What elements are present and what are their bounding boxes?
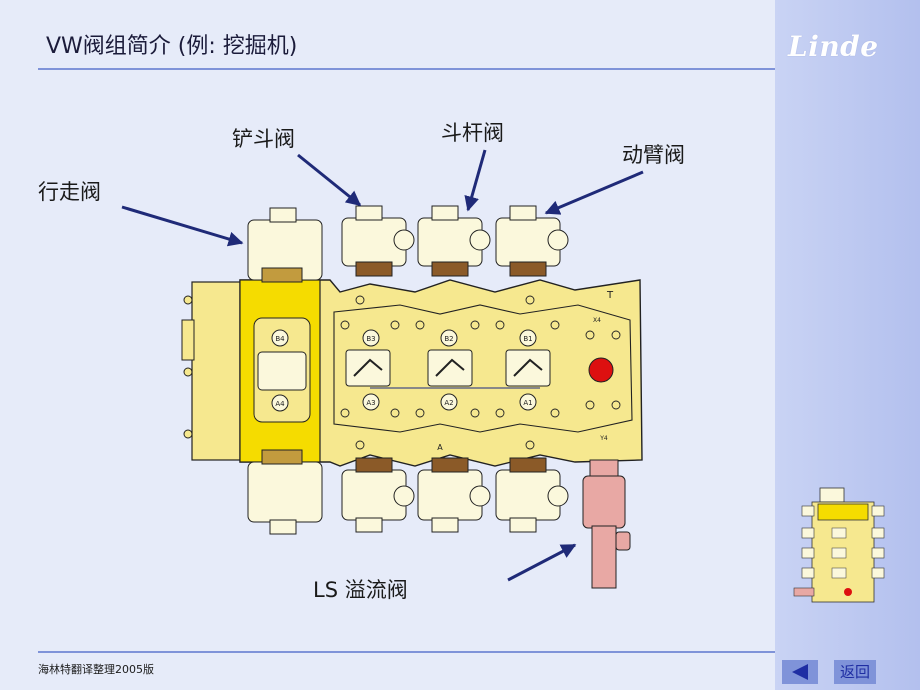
travel-valve-caps <box>247 207 323 535</box>
slide-title: VW阀组简介 (例: 挖掘机) <box>46 34 298 59</box>
port-label-a3: A3 <box>366 399 375 407</box>
body-mark-y4: Y4 <box>599 435 608 442</box>
ls-relief-valve <box>582 459 631 589</box>
port-label-b1: B1 <box>523 335 532 343</box>
arrow-travel <box>121 205 244 247</box>
travel-section <box>239 279 321 463</box>
back-button[interactable] <box>782 660 818 684</box>
back-arrow-icon <box>792 664 808 680</box>
body-mark-a: A <box>437 443 443 452</box>
title-divider <box>38 68 775 70</box>
inner-plate <box>333 304 633 433</box>
valve-thumbnail <box>793 487 885 603</box>
label-stick-valve: 斗杆阀 <box>441 121 504 145</box>
return-button[interactable]: 返回 <box>834 660 876 684</box>
port-label-b4: B4 <box>275 335 285 343</box>
arrow-boom <box>544 170 644 215</box>
end-plate <box>181 281 243 461</box>
port-label-a2: A2 <box>444 399 453 407</box>
linde-logo: Linde <box>788 30 879 63</box>
body-mark-x4: X4 <box>593 317 601 324</box>
lower-valve-caps <box>341 457 569 533</box>
label-ls-relief-valve: LS 溢流阀 <box>313 578 408 602</box>
arrow-bucket <box>297 153 362 207</box>
port-label-b2: B2 <box>444 335 453 343</box>
arrow-ls-relief <box>507 543 577 582</box>
upper-valve-caps <box>341 205 569 277</box>
port-label-b3: B3 <box>366 335 375 343</box>
label-boom-valve: 动臂阀 <box>622 143 685 167</box>
valve-block-diagram: B4 A4 B3 A3 B2 A2 B1 A1 T A X4 Y4 <box>121 149 644 589</box>
port-circles <box>362 329 537 411</box>
bolt-dots <box>340 295 621 450</box>
port-label-a4: A4 <box>275 400 285 408</box>
footer-divider <box>38 651 775 653</box>
arrow-stick <box>464 149 487 212</box>
port-label-a1: A1 <box>523 399 532 407</box>
footer-credit: 海林特翻译整理2005版 <box>38 663 154 676</box>
label-bucket-valve: 铲斗阀 <box>232 127 295 151</box>
label-travel-valve: 行走阀 <box>38 180 101 204</box>
body-mark-t: T <box>606 290 614 301</box>
